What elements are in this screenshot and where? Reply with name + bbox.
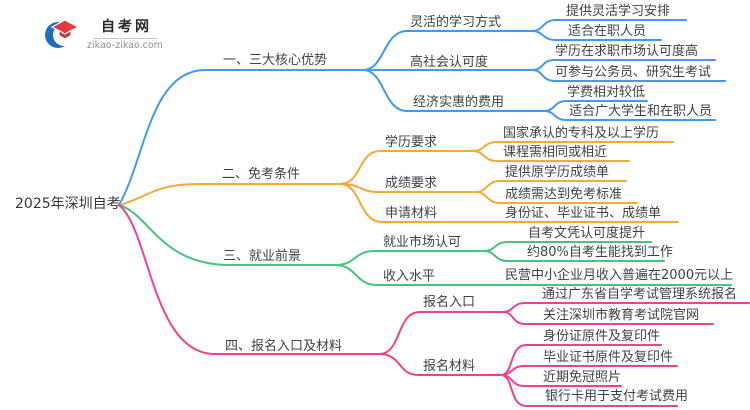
leaf-node: 身份证原件及复印件 bbox=[543, 329, 661, 344]
leaf-node: 通过广东省自学考试管理系统报名 bbox=[542, 287, 738, 302]
connector bbox=[118, 204, 336, 266]
sub-branch-node: 报名材料 bbox=[423, 359, 476, 374]
sub-branch-node: 报名入口 bbox=[423, 295, 476, 310]
leaf-node: 民营中小企业月收入普遍在2000元以上 bbox=[505, 268, 734, 283]
connector bbox=[334, 264, 732, 286]
connector-branch2 bbox=[118, 141, 679, 223]
leaf-node: 课程需相同或相近 bbox=[503, 145, 608, 160]
connector bbox=[339, 150, 474, 185]
connector bbox=[502, 311, 714, 325]
connector bbox=[378, 311, 504, 355]
sub-branch-node: 收入水平 bbox=[383, 269, 436, 284]
sub-branch-node: 就业市场认可 bbox=[383, 235, 462, 250]
branch-node: 三、就业前景 bbox=[223, 249, 302, 264]
connector bbox=[118, 204, 380, 355]
connector bbox=[531, 69, 726, 82]
connector-branch3 bbox=[118, 204, 732, 286]
logo-divider bbox=[92, 38, 157, 39]
branch-node: 一、三大核心优势 bbox=[223, 53, 328, 68]
connector bbox=[475, 191, 638, 204]
sub-branch-node: 申请材料 bbox=[385, 206, 438, 221]
connector-branch1 bbox=[118, 19, 726, 206]
connector bbox=[118, 69, 533, 206]
connector bbox=[118, 183, 341, 206]
connector bbox=[500, 374, 678, 407]
branch-node: 二、免考条件 bbox=[222, 167, 301, 182]
leaf-node: 约80%自考生能找到工作 bbox=[527, 245, 673, 260]
connector-group bbox=[118, 19, 750, 407]
sub-branch-node: 成绩要求 bbox=[385, 176, 438, 191]
leaf-node: 学费相对较低 bbox=[567, 85, 646, 100]
sub-branch-node: 学历要求 bbox=[385, 135, 438, 150]
leaf-node: 可参与公务员、研究生考试 bbox=[555, 65, 712, 80]
root-node: 2025年深圳自考 bbox=[15, 196, 121, 212]
leaf-node: 关注深圳市教育考试院官网 bbox=[543, 308, 700, 323]
connector bbox=[362, 30, 533, 71]
leaf-node: 适合广大学生和在职人员 bbox=[569, 104, 713, 119]
connector bbox=[472, 150, 630, 162]
sub-branch-node: 高社会认可度 bbox=[410, 55, 489, 70]
leaf-node: 毕业证书原件及复印件 bbox=[543, 350, 674, 365]
leaf-node: 提供灵活学习安排 bbox=[566, 4, 671, 19]
branch-node: 四、报名入口及材料 bbox=[225, 339, 343, 354]
leaf-node: 国家承认的专科及以上学历 bbox=[503, 126, 660, 141]
connector bbox=[531, 30, 662, 41]
connector bbox=[378, 353, 502, 376]
connector-branch4 bbox=[118, 204, 750, 407]
leaf-node: 成绩需达到免考标准 bbox=[505, 187, 623, 202]
logo-text: 自考网 zikao-zikao.com bbox=[87, 16, 163, 51]
connector bbox=[483, 250, 665, 262]
graduation-cap-icon bbox=[45, 18, 80, 48]
sub-branch-node: 灵活的学习方式 bbox=[410, 15, 502, 30]
connector bbox=[543, 110, 716, 121]
logo-site-name: 自考网 bbox=[100, 19, 152, 35]
leaf-node: 银行卡用于支付考试费用 bbox=[545, 389, 689, 404]
connector bbox=[362, 69, 545, 112]
leaf-node: 近期免冠照片 bbox=[543, 370, 622, 385]
connector bbox=[334, 250, 485, 266]
leaf-node: 学历在求职市场认可度高 bbox=[555, 44, 699, 59]
cap-base bbox=[58, 28, 72, 40]
leaf-node: 自考文凭认可度提升 bbox=[528, 226, 646, 241]
leaf-node: 适合在职人员 bbox=[568, 24, 647, 39]
logo-site-domain: zikao-zikao.com bbox=[87, 40, 163, 51]
leaf-node: 身份证、毕业证书、成绩单 bbox=[505, 206, 662, 221]
leaf-node: 提供原学历成绩单 bbox=[505, 165, 610, 180]
site-logo: 自考网 zikao-zikao.com bbox=[44, 16, 163, 51]
sub-branch-node: 经济实惠的费用 bbox=[413, 95, 505, 110]
connector bbox=[339, 183, 679, 223]
